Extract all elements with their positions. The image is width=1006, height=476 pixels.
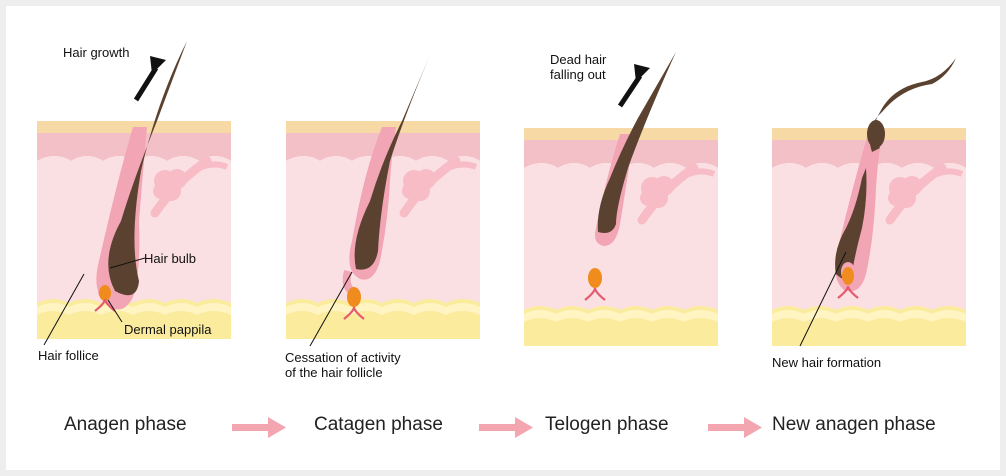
label-dead-hair-line1: Dead hair: [550, 52, 607, 67]
fall-arrow-icon: [617, 64, 650, 108]
label-dermal-papilla: Dermal pappila: [124, 322, 212, 337]
label-cessation-line2: of the hair follicle: [285, 365, 383, 380]
label-cessation-line1: Cessation of activity: [285, 350, 401, 365]
label-hair-growth: Hair growth: [63, 45, 130, 60]
label-hair-bulb: Hair bulb: [144, 251, 197, 266]
phase-arrow-icon: [232, 417, 286, 438]
growth-arrow-icon: [133, 56, 166, 102]
label-dead-hair-line2: falling out: [550, 67, 606, 82]
phase-arrow-icon: [708, 417, 762, 438]
label-hair-follicle: Hair follice: [38, 348, 99, 363]
label-new-hair-formation: New hair formation: [772, 355, 882, 370]
phase-telogen: Telogen phase: [545, 414, 669, 435]
phase-catagen: Catagen phase: [314, 414, 443, 435]
phase-new-anagen: New anagen phase: [772, 414, 936, 435]
phase-anagen: Anagen phase: [64, 414, 187, 435]
phase-arrow-icon: [479, 417, 533, 438]
